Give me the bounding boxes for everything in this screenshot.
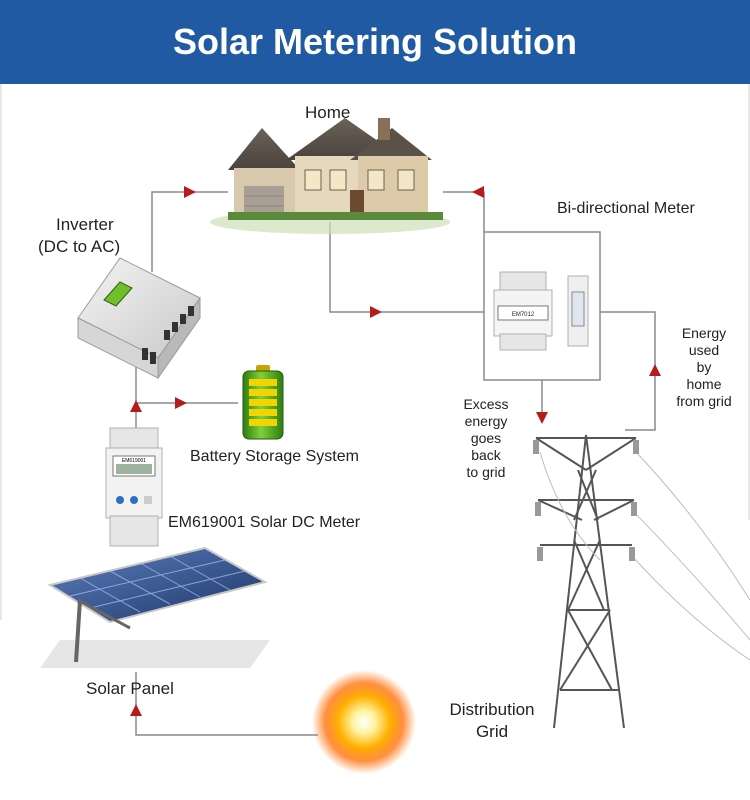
solar-panel-label: Solar Panel xyxy=(86,679,174,698)
header-banner: Solar Metering Solution xyxy=(0,0,750,84)
excess-energy-label-line3: goes xyxy=(470,430,502,446)
energy-used-label-line3: by xyxy=(696,359,712,375)
excess-energy-label-line5: to grid xyxy=(466,464,506,480)
insulators xyxy=(533,440,639,561)
wire-inverter-to-home xyxy=(151,191,228,272)
home-house-image xyxy=(210,118,450,234)
arrow-right-icon xyxy=(184,186,196,198)
bidir-meter-model-text: EM7012 xyxy=(512,312,535,318)
wire-grid-to-meter xyxy=(600,311,656,431)
inverter-label-line1: Inverter xyxy=(56,215,114,234)
arrow-right-icon xyxy=(175,397,187,409)
arrow-up-icon xyxy=(130,704,142,716)
battery-label: Battery Storage System xyxy=(190,448,359,465)
energy-used-label-line2: used xyxy=(688,342,720,358)
distribution-tower-image xyxy=(535,434,637,729)
excess-energy-label-line2: energy xyxy=(464,413,508,429)
energy-used-label-line5: from grid xyxy=(676,393,732,409)
bidirectional-meter-image: EM7012 xyxy=(493,271,589,351)
arrow-left-icon xyxy=(472,186,484,198)
arrow-up-icon xyxy=(649,364,661,376)
dc-meter-model-text: EM619001 xyxy=(122,458,146,464)
home-label: Home xyxy=(305,103,351,122)
distribution-grid-label-line1: Distribution xyxy=(449,700,535,719)
flow-arrows xyxy=(130,186,661,716)
wire-sun-to-panel xyxy=(135,672,318,736)
solar-panel-image xyxy=(40,546,270,668)
battery-image xyxy=(242,365,284,440)
sun-icon xyxy=(312,670,416,774)
arrow-up-icon xyxy=(130,400,142,412)
distribution-grid-label-line2: Grid xyxy=(475,722,509,741)
dc-meter-label: EM619001 Solar DC Meter xyxy=(168,514,361,531)
arrow-down-icon xyxy=(536,412,548,424)
arrow-right-icon xyxy=(370,306,382,318)
page-title: Solar Metering Solution xyxy=(172,21,577,62)
excess-energy-label-line4: back xyxy=(471,447,501,463)
energy-used-label-line1: Energy xyxy=(681,325,727,341)
power-lines xyxy=(539,451,750,661)
wire-home-to-meter-top xyxy=(443,191,485,232)
excess-energy-label-line1: Excess xyxy=(463,396,509,412)
bidirectional-meter-label: Bi-directional Meter xyxy=(557,200,695,217)
inverter-image xyxy=(77,257,201,380)
inverter-label-line2: (DC to AC) xyxy=(38,237,121,256)
energy-used-label-line4: home xyxy=(686,376,722,392)
wire-home-to-meter xyxy=(329,222,496,313)
dc-meter-image: EM619001 xyxy=(105,427,163,547)
